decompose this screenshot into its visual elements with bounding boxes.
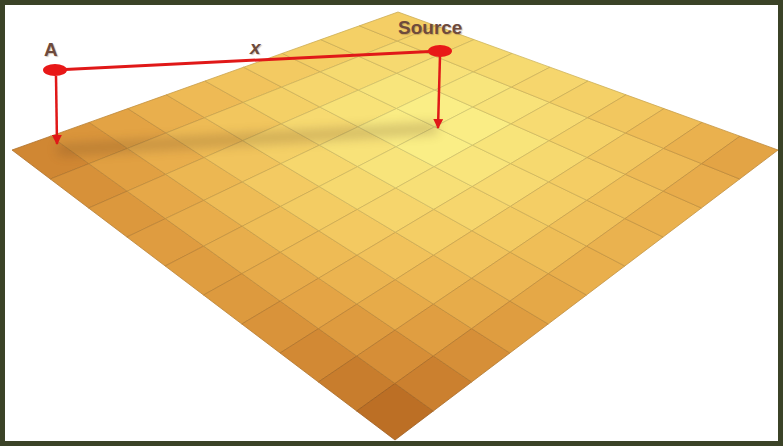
plane-tile — [702, 136, 778, 179]
line-shadow — [58, 128, 437, 150]
drop-arrow — [56, 76, 57, 144]
point-label: Source — [398, 18, 462, 37]
point-dot — [428, 45, 452, 57]
tiled-plane — [12, 12, 778, 440]
point-label: x — [250, 38, 261, 57]
point-dot — [43, 64, 67, 76]
drop-arrow — [438, 56, 440, 128]
point-label: A — [44, 40, 58, 59]
frame — [3, 3, 781, 444]
distance-line — [55, 51, 440, 70]
